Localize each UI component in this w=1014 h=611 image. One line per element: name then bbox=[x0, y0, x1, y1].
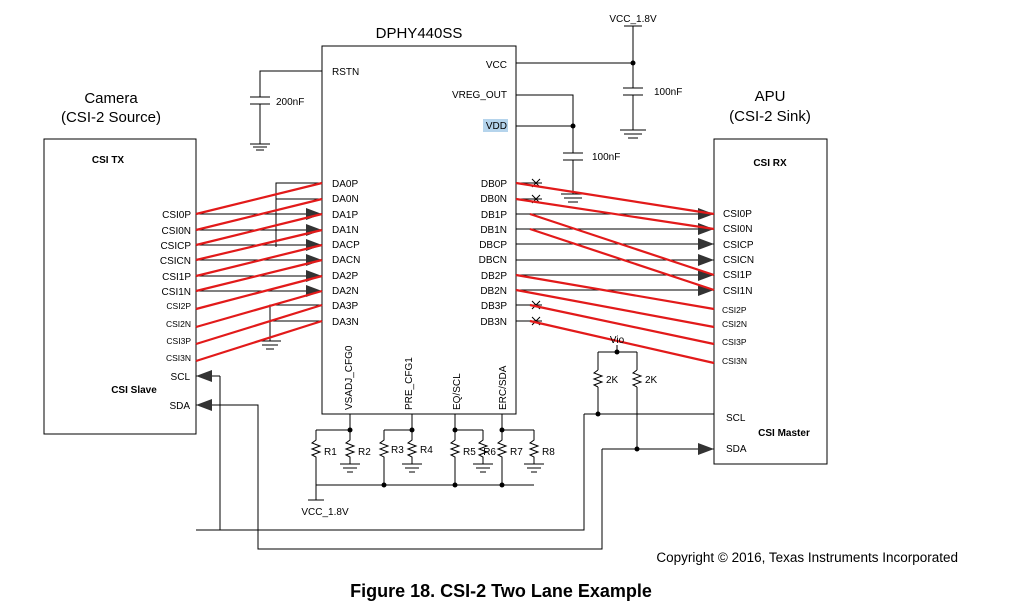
camera-block bbox=[43, 138, 197, 435]
camera-pin-csi0p: CSI0P bbox=[162, 210, 191, 221]
camera-subtitle: (CSI-2 Source) bbox=[61, 109, 161, 126]
chip-pin-da3n: DA3N bbox=[332, 317, 359, 328]
resistor-r4: R4 bbox=[420, 445, 433, 456]
chip-pin-da2n: DA2N bbox=[332, 286, 359, 297]
chip-pin-db1p: DB1P bbox=[481, 210, 507, 221]
apu-block-label: CSI RX bbox=[753, 158, 787, 169]
vcc-bottom-label: VCC_1.8V bbox=[301, 507, 349, 518]
chip-pin-vsadj: VSADJ_CFG0 bbox=[344, 345, 355, 410]
apu-pin-csi1p: CSI1P bbox=[723, 270, 752, 281]
arrow-apu-csicn bbox=[698, 254, 714, 266]
apu-subtitle: (CSI-2 Sink) bbox=[729, 108, 811, 125]
camera-title: Camera bbox=[84, 90, 138, 107]
apu-block bbox=[713, 138, 828, 465]
camera-pin-csi3p: CSI3P bbox=[166, 336, 191, 346]
camera-pin-csicn: CSICN bbox=[160, 256, 191, 267]
vio-label: Vio bbox=[610, 335, 625, 346]
pullup-sda-label: 2K bbox=[645, 375, 658, 386]
arrow-camera-scl bbox=[196, 370, 212, 382]
camera-block-label: CSI TX bbox=[92, 155, 125, 166]
camera-pin-csicp: CSICP bbox=[160, 241, 191, 252]
red-overlay-lines bbox=[195, 181, 715, 365]
chip-pin-db0p: DB0P bbox=[481, 179, 507, 190]
apu-pin-csi3p: CSI3P bbox=[722, 337, 747, 347]
vdd-highlight bbox=[483, 119, 508, 132]
resistor-r6: R6 bbox=[483, 447, 496, 458]
resistor-r5: R5 bbox=[463, 447, 476, 458]
apu-sda: SDA bbox=[726, 444, 747, 455]
chip-pin-vdd: VDD bbox=[486, 121, 507, 132]
resistor-r7: R7 bbox=[510, 447, 523, 458]
chip-pin-pre: PRE_CFG1 bbox=[404, 357, 415, 410]
arrow-apu-sda bbox=[698, 443, 714, 455]
cap-vdd-label: 100nF bbox=[592, 152, 620, 163]
camera-pin-csi2p: CSI2P bbox=[166, 301, 191, 311]
vcc-top-label: VCC_1.8V bbox=[609, 14, 657, 25]
apu-pin-csicn: CSICN bbox=[723, 255, 754, 266]
apu-role: CSI Master bbox=[758, 428, 810, 439]
apu-pin-csicp: CSICP bbox=[723, 240, 754, 251]
apu-pin-csi0n: CSI0N bbox=[723, 224, 752, 235]
chip-pin-db2p: DB2P bbox=[481, 271, 507, 282]
cap-vcc-label: 100nF bbox=[654, 87, 682, 98]
chip-pin-dbcp: DBCP bbox=[479, 240, 507, 251]
chip-pin-vcc: VCC bbox=[486, 60, 507, 71]
chip-pin-dbcn: DBCN bbox=[479, 255, 507, 266]
chip-pin-vreg-out: VREG_OUT bbox=[452, 90, 507, 101]
apu-scl: SCL bbox=[726, 413, 746, 424]
chip-pin-da1p: DA1P bbox=[332, 210, 358, 221]
chip-pin-dacp: DACP bbox=[332, 240, 360, 251]
camera-pin-csi1n: CSI1N bbox=[162, 287, 191, 298]
figure-caption: Figure 18. CSI-2 Two Lane Example bbox=[350, 581, 652, 601]
apu-title: APU bbox=[755, 88, 786, 105]
chip-pin-db3n: DB3N bbox=[480, 317, 507, 328]
camera-pin-csi1p: CSI1P bbox=[162, 272, 191, 283]
camera-scl: SCL bbox=[171, 372, 191, 383]
resistor-r8: R8 bbox=[542, 447, 555, 458]
chip-pin-rstn: RSTN bbox=[332, 67, 359, 78]
camera-pin-csi3n: CSI3N bbox=[166, 353, 191, 363]
cap-rstn-label: 200nF bbox=[276, 97, 304, 108]
apu-pin-csi3n: CSI3N bbox=[722, 356, 747, 366]
chip-pin-db0n: DB0N bbox=[480, 194, 507, 205]
camera-sda: SDA bbox=[169, 401, 190, 412]
pullup-scl-label: 2K bbox=[606, 375, 619, 386]
junction-dots bbox=[347, 60, 640, 488]
apu-pin-csi2p: CSI2P bbox=[722, 305, 747, 315]
chip-name: DPHY440SS bbox=[376, 25, 463, 42]
arrow-apu-csicp bbox=[698, 238, 714, 250]
resistor-r2: R2 bbox=[358, 447, 371, 458]
chip-pin-db3p: DB3P bbox=[481, 301, 507, 312]
apu-pin-csi1n: CSI1N bbox=[723, 286, 752, 297]
arrow-apu-csi0p bbox=[698, 208, 714, 220]
resistor-r1: R1 bbox=[324, 447, 337, 458]
chip-pin-da3p: DA3P bbox=[332, 301, 358, 312]
arrow-camera-sda bbox=[196, 399, 212, 411]
chip-pin-dacn: DACN bbox=[332, 255, 360, 266]
camera-pin-csi2n: CSI2N bbox=[166, 319, 191, 329]
copyright-text: Copyright © 2016, Texas Instruments Inco… bbox=[656, 550, 958, 565]
chip-pin-db2n: DB2N bbox=[480, 286, 507, 297]
chip-pin-da2p: DA2P bbox=[332, 271, 358, 282]
chip-pin-da0n: DA0N bbox=[332, 194, 359, 205]
chip-pin-da1n: DA1N bbox=[332, 225, 359, 236]
camera-pin-csi0n: CSI0N bbox=[162, 226, 191, 237]
chip-pin-db1n: DB1N bbox=[480, 225, 507, 236]
apu-pin-csi2n: CSI2N bbox=[722, 319, 747, 329]
chip-pin-da0p: DA0P bbox=[332, 179, 358, 190]
chip-pin-eq: EQ/SCL bbox=[452, 373, 463, 410]
arrow-apu-csi0n bbox=[698, 223, 714, 235]
resistor-r3: R3 bbox=[391, 445, 404, 456]
apu-pin-csi0p: CSI0P bbox=[723, 209, 752, 220]
chip-pin-erc: ERC/SDA bbox=[498, 365, 509, 410]
camera-role: CSI Slave bbox=[111, 385, 157, 396]
black-wires bbox=[196, 25, 714, 550]
